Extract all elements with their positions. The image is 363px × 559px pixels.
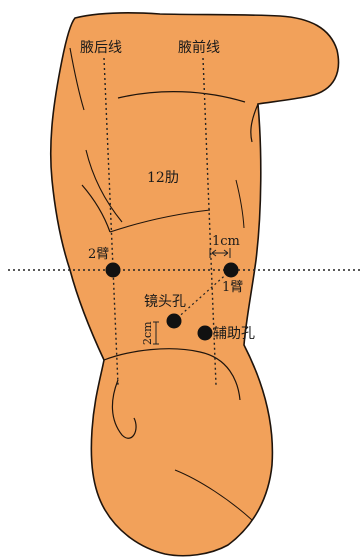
distance-2cm-label: 2cm: [141, 321, 154, 345]
assist-port-dot: [198, 326, 213, 341]
distance-1cm-label: 1cm: [212, 234, 240, 249]
anterior-axillary-line-label: 腋前线: [178, 39, 220, 56]
arm-2-label: 2臂: [88, 247, 109, 262]
scope-port-dot: [167, 314, 182, 329]
scope-port-label: 镜头孔: [144, 294, 186, 310]
rib-12-label: 12肋: [147, 170, 179, 186]
arm-1-label: 1臂: [222, 280, 243, 295]
arm-1-port-dot: [224, 263, 239, 278]
assist-port-label: 辅助孔: [213, 326, 255, 342]
torso-body: [51, 13, 339, 556]
arm-2-port-dot: [106, 263, 121, 278]
posterior-axillary-line-label: 腋后线: [80, 40, 122, 56]
